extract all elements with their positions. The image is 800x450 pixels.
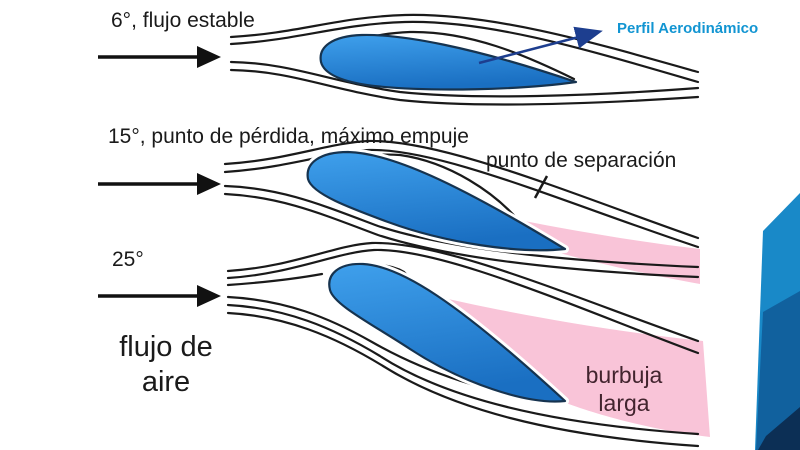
streamline (226, 241, 700, 343)
airflow-label-line2: aire (142, 366, 190, 398)
corner-decoration (755, 193, 800, 450)
flow-arrow (98, 173, 221, 195)
airfoil-6deg (319, 33, 578, 91)
deco-band-dark (758, 407, 800, 450)
streamline (223, 192, 700, 279)
airflow-label-line1: flujo de (119, 331, 213, 363)
diagram-aoa-15 (98, 139, 700, 284)
long-bubble-label-line2: larga (598, 390, 649, 416)
caption-aoa-25: 25° (112, 248, 144, 271)
airfoil-15deg (306, 150, 567, 252)
diagram-aoa-6 (98, 13, 700, 106)
streamline (223, 184, 700, 269)
separation-region-small (519, 220, 700, 284)
diagram-aoa-25 (98, 241, 710, 448)
streamline (229, 13, 700, 74)
streamline (229, 68, 700, 106)
flow-arrow (98, 46, 221, 68)
caption-aoa-6: 6°, flujo estable (111, 9, 255, 32)
streamline (223, 148, 700, 249)
separation-point-label: punto de separación (486, 149, 676, 172)
streamline (223, 139, 700, 240)
streamline (229, 60, 700, 98)
separation-pointer-line (533, 175, 549, 199)
flow-arrow (98, 285, 221, 307)
airfoil-25deg (328, 262, 567, 403)
separation-region-large (418, 292, 710, 437)
streamline (226, 272, 324, 287)
caption-aoa-15: 15°, punto de pérdida, máximo empuje (108, 125, 469, 148)
airfoil-callout-label: Perfil Aerodinámico (617, 20, 758, 37)
streamline (229, 20, 700, 84)
deco-band-mid (756, 291, 800, 450)
callout-arrow (478, 26, 603, 65)
streamline (226, 311, 700, 448)
streamline (226, 248, 700, 355)
long-bubble-label-line1: burbuja (586, 362, 663, 388)
streamline (226, 303, 700, 436)
